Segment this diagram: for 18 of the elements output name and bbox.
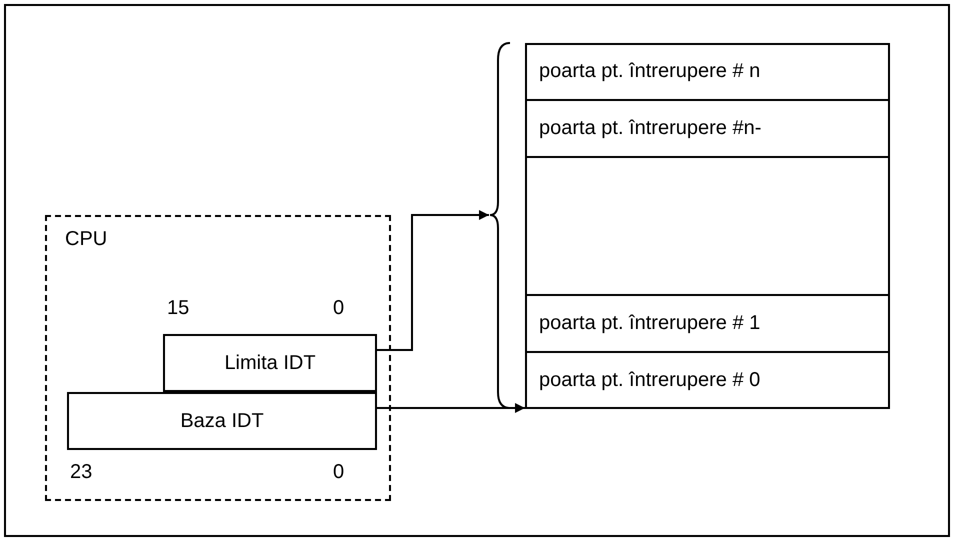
bit-number: 23 [70, 462, 92, 482]
register-box [67, 392, 377, 450]
curly-brace [489, 42, 511, 409]
dashed-region [45, 215, 391, 501]
register-label: Limita IDT [224, 353, 316, 373]
region-label: CPU [65, 229, 108, 249]
register-label: Baza IDT [180, 411, 264, 431]
row-label: poarta pt. întrerupere # 0 [539, 370, 760, 390]
bit-number: 15 [167, 298, 190, 318]
bit-number: 0 [333, 298, 344, 318]
arrow [375, 403, 525, 413]
arrow [375, 210, 489, 351]
register-box [163, 334, 377, 392]
table-box [525, 43, 890, 409]
row-label: poarta pt. întrerupere # n [539, 61, 760, 81]
row-label: poarta pt. întrerupere # 1 [539, 313, 760, 333]
bit-number: 0 [333, 462, 344, 482]
row-label: poarta pt. întrerupere #n- [539, 118, 762, 138]
